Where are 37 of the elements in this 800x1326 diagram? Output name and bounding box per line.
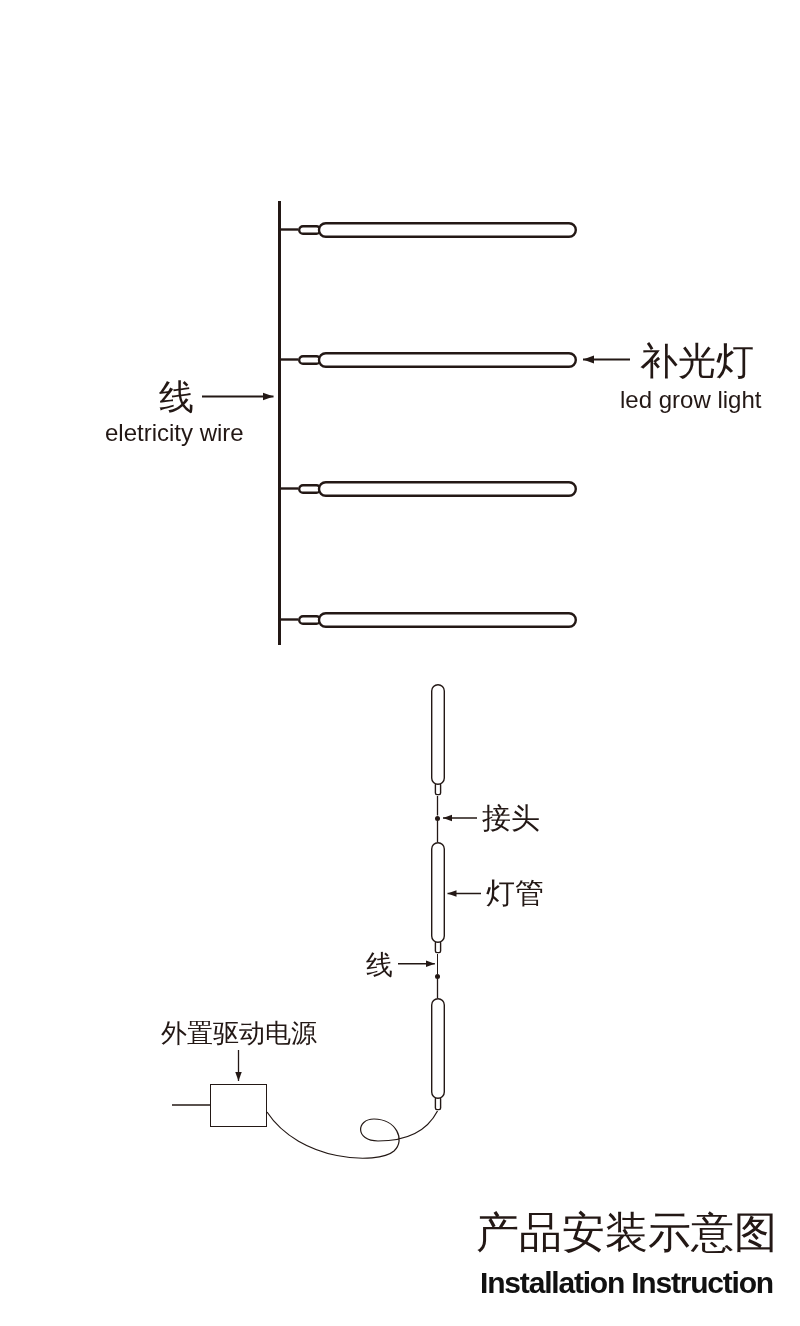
callout-text: 补光灯 <box>640 341 754 380</box>
lamp-tube <box>430 842 445 954</box>
callout-text: 线 <box>159 379 194 414</box>
wire-line <box>436 977 439 999</box>
wire-line <box>280 618 298 621</box>
wire-line <box>436 795 439 817</box>
callout-text: 接头 <box>482 804 540 833</box>
wire-line <box>436 819 439 843</box>
subtitle-text: Installation Instruction <box>480 1266 773 1301</box>
joint-dot <box>435 973 440 979</box>
callout-text: 线 <box>366 952 393 979</box>
leader-arrow <box>446 890 482 897</box>
lamp-tube <box>298 351 577 368</box>
translation-text: led grow light <box>620 386 762 414</box>
wire-line <box>280 487 298 490</box>
lamp-tube <box>430 684 445 796</box>
callout-text: 外置驱动电源 <box>161 1020 317 1046</box>
caption-text: 产品安装示意图 <box>476 1211 777 1254</box>
wire-line <box>280 228 298 231</box>
leader-arrow <box>442 814 478 822</box>
power-cord <box>266 1110 439 1159</box>
power-cord <box>171 1104 211 1106</box>
joint-dot <box>435 815 440 821</box>
translation-text: eletricity wire <box>105 419 244 447</box>
lamp-tube <box>430 998 445 1111</box>
leader-arrow <box>201 392 275 401</box>
wire-line <box>436 954 439 974</box>
leader-arrow <box>397 960 436 967</box>
wire-line <box>280 358 298 361</box>
wire-line <box>277 201 281 645</box>
callout-text: 灯管 <box>486 879 544 908</box>
lamp-tube <box>298 480 577 497</box>
lamp-tube <box>298 221 577 238</box>
power-supply-box <box>210 1084 267 1127</box>
lamp-tube <box>298 611 577 628</box>
leader-arrow <box>235 1049 242 1082</box>
leader-arrow <box>582 355 631 364</box>
